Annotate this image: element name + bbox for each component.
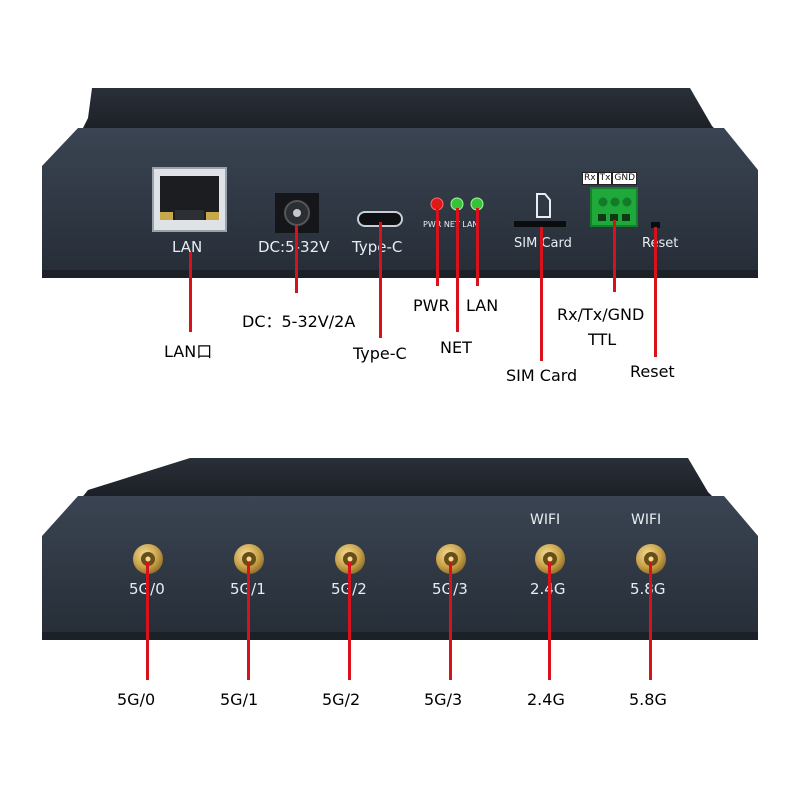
router-antenna-panel: [42, 458, 758, 640]
silk-tx: Tx: [597, 172, 613, 185]
silk-wifi-right: WIFI: [631, 512, 662, 528]
callout-typec: Type-C: [353, 344, 407, 363]
silk-typec-label: Type-C: [352, 238, 403, 256]
silk-terminal-header: Rx Tx GND: [582, 172, 638, 185]
callout-sim: SIM Card: [506, 366, 578, 385]
sma-connector-2g4: [535, 544, 565, 574]
callout-2g4: 2.4G: [527, 690, 565, 709]
callout-ttl-pins: Rx/Tx/GND: [557, 305, 645, 324]
silk-dc-label: DC:5-32V: [258, 238, 330, 256]
callout-pwr: PWR: [413, 296, 450, 315]
callout-lan: LAN口: [164, 342, 213, 361]
silk-port-2g4: 2.4G: [530, 580, 565, 598]
router-rear-panel: [42, 88, 758, 278]
leader-2g4: [548, 562, 551, 680]
silk-reset-label: Reset: [642, 236, 679, 251]
leader-net: [456, 208, 459, 332]
silk-lan-label: LAN: [172, 238, 203, 256]
silk-wifi-left: WIFI: [530, 512, 561, 528]
sma-connector-5g1: [234, 544, 264, 574]
callout-net: NET: [440, 338, 472, 357]
sma-connector-5g0: [133, 544, 163, 574]
callout-5g3: 5G/3: [424, 690, 463, 709]
sim-slot: [514, 221, 566, 227]
leader-typec: [379, 222, 382, 338]
leader-reset: [654, 227, 657, 357]
silk-gnd: GND: [612, 172, 638, 185]
sma-connector-5g8: [636, 544, 666, 574]
leader-5g2: [348, 562, 351, 680]
silk-rx: Rx: [582, 172, 598, 185]
sma-connector-5g3: [436, 544, 466, 574]
sma-connector-5g2: [335, 544, 365, 574]
callout-5g0: 5G/0: [117, 690, 156, 709]
callout-ttl: TTL: [588, 330, 617, 349]
callout-dc: DC：5-32V/2A: [242, 312, 356, 331]
leader-ttl: [613, 220, 616, 292]
callout-lan-led: LAN: [466, 296, 499, 315]
leader-pwr: [436, 208, 439, 286]
callout-reset: Reset: [630, 362, 675, 381]
sim-card-icon: [536, 193, 551, 218]
silk-port-5g8: 5.8G: [630, 580, 666, 598]
silk-led-labels: PWR NET LAN: [423, 220, 479, 229]
leader-sim: [540, 227, 543, 361]
callout-5g8: 5.8G: [629, 690, 667, 709]
leader-5g1: [247, 562, 250, 680]
leader-5g0: [146, 562, 149, 680]
leader-lan: [189, 252, 192, 332]
callout-5g2: 5G/2: [322, 690, 361, 709]
callout-5g1: 5G/1: [220, 690, 259, 709]
leader-5g8: [649, 562, 652, 680]
leader-dc: [295, 225, 298, 293]
ttl-terminal-block: [590, 187, 638, 227]
leader-lan-led: [476, 208, 479, 286]
antenna-connectors: [133, 544, 666, 574]
lan-port: [152, 167, 227, 232]
reset-button: [651, 222, 660, 228]
leader-5g3: [449, 562, 452, 680]
